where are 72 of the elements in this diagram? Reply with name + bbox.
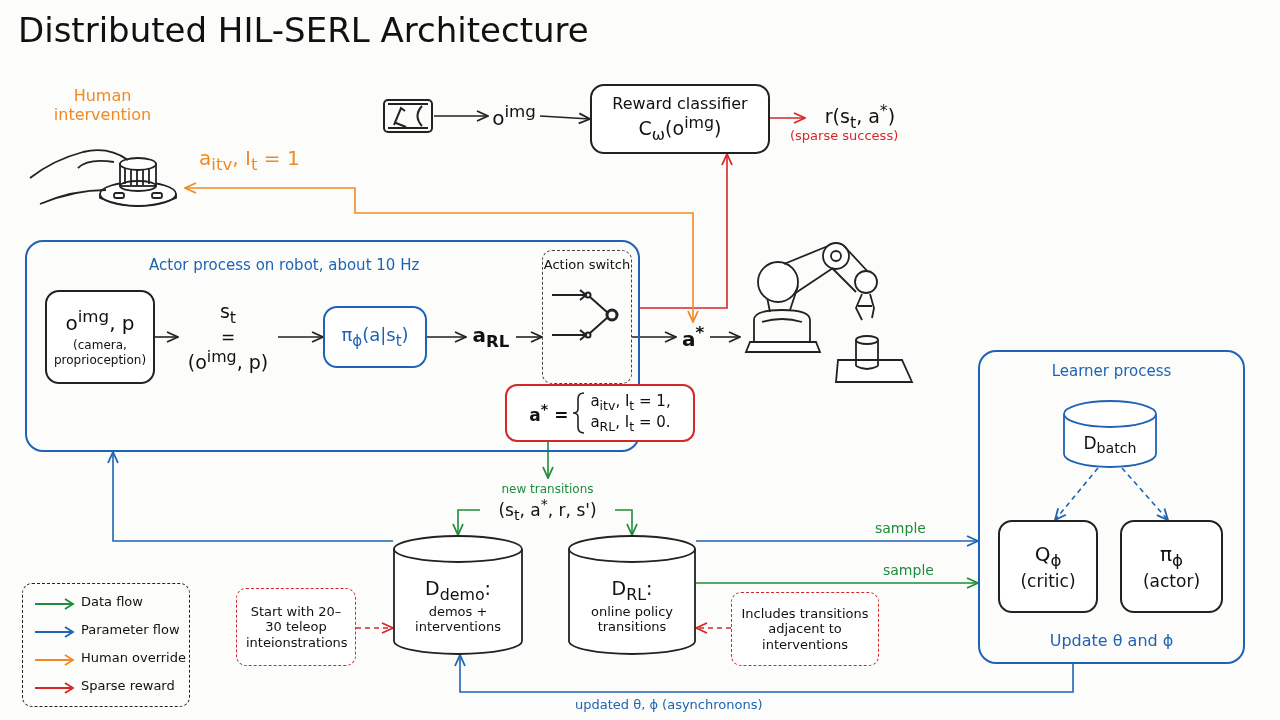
node-label: o$^{img}$, p xyxy=(65,306,135,335)
node-label: demos + interventions xyxy=(414,603,502,635)
node-label: (actor) xyxy=(1142,570,1201,592)
arrow xyxy=(452,509,481,536)
node-label: a$_{RL}$ xyxy=(472,322,510,352)
node-caption: (sparse success) xyxy=(790,128,899,143)
arrow xyxy=(154,331,179,343)
node-label: s$_{t}$ xyxy=(219,299,237,327)
node-label: a$^{*}$ xyxy=(681,323,705,351)
node-label: a$_{itv}$, I$_{t}$ = 1, xyxy=(590,392,671,413)
critic-box xyxy=(998,520,1098,613)
node-label: D$_{batch}$ xyxy=(1083,432,1137,458)
formula-box xyxy=(505,384,695,442)
node-label: = xyxy=(220,326,236,347)
learner-process-panel xyxy=(978,350,1245,664)
node-label: Update θ and ϕ xyxy=(1048,630,1175,650)
arrow xyxy=(709,331,741,343)
arrow xyxy=(639,153,733,309)
node-label: Start with 20–30 teleop inteionstrations xyxy=(246,603,346,651)
arrow xyxy=(426,331,467,343)
arrow xyxy=(539,112,591,125)
node-label: Learner process xyxy=(1050,362,1173,380)
policy-box xyxy=(323,306,427,368)
node-label: online policy transitions xyxy=(589,603,675,635)
node-label: π$_{ϕ}$(a|s$_{t}$) xyxy=(341,324,409,350)
node-label: new transitions xyxy=(501,481,594,497)
node-label: Actor process on robot, about 10 Hz xyxy=(149,256,420,274)
note-box xyxy=(236,588,356,666)
edge-label: sample xyxy=(880,562,937,578)
legend-label: Human override xyxy=(81,650,186,665)
arrow xyxy=(1121,467,1169,521)
arrow xyxy=(355,622,394,634)
arrow xyxy=(277,331,324,343)
arrow xyxy=(433,110,489,122)
node-label: (critic) xyxy=(1020,570,1076,592)
arrow xyxy=(542,441,554,479)
note-box xyxy=(731,592,879,666)
node-label: o$^{img}$ xyxy=(492,102,536,130)
node-label: a$^{*}$ = xyxy=(529,400,569,425)
legend-label: Data flow xyxy=(81,594,143,609)
node-label: Q$_{ϕ}$ xyxy=(1034,541,1062,571)
arrow xyxy=(695,622,732,634)
node-label: (o$^{img}$, p) xyxy=(187,347,269,375)
legend-label: Sparse reward xyxy=(81,678,175,693)
node-label: Includes transitions adjacent to interventions xyxy=(740,605,870,653)
arrow xyxy=(695,535,979,547)
arrow xyxy=(454,654,1074,693)
arrow xyxy=(695,577,979,589)
node-label: (s$_{t}$, a$^{*}$, r, s') xyxy=(498,496,597,525)
node-label: Reward classifier xyxy=(612,93,748,114)
arrow xyxy=(515,331,543,343)
node-label: C$_{ω}$(o$^{img}$) xyxy=(638,113,722,145)
node-heading: Human intervention xyxy=(52,86,153,125)
input-box xyxy=(45,290,155,384)
arrow xyxy=(184,182,699,323)
node-label: D$_{RL}$: xyxy=(611,577,653,604)
edge-label: a$_{itv}$, I$_{t}$ = 1 xyxy=(198,146,301,174)
node-label: π$_{ϕ}$ xyxy=(1159,541,1183,571)
actor-box xyxy=(1120,520,1223,613)
arrow xyxy=(631,331,677,343)
legend-label: Parameter flow xyxy=(81,622,180,637)
node-label: Action switch xyxy=(543,257,631,273)
edge-label: sample xyxy=(872,520,929,536)
node-label: a$_{RL}$, I$_{t}$ = 0. xyxy=(590,413,671,434)
node-label: (camera, proprioception) xyxy=(52,338,148,368)
arrow xyxy=(1054,467,1099,521)
node-label: D$_{demo}$: xyxy=(425,577,491,604)
classifier-box xyxy=(590,84,770,154)
arrow xyxy=(769,112,806,124)
arrow xyxy=(107,451,394,542)
diagram-title: Distributed HIL-SERL Architecture xyxy=(18,10,589,50)
arrow xyxy=(614,509,638,536)
